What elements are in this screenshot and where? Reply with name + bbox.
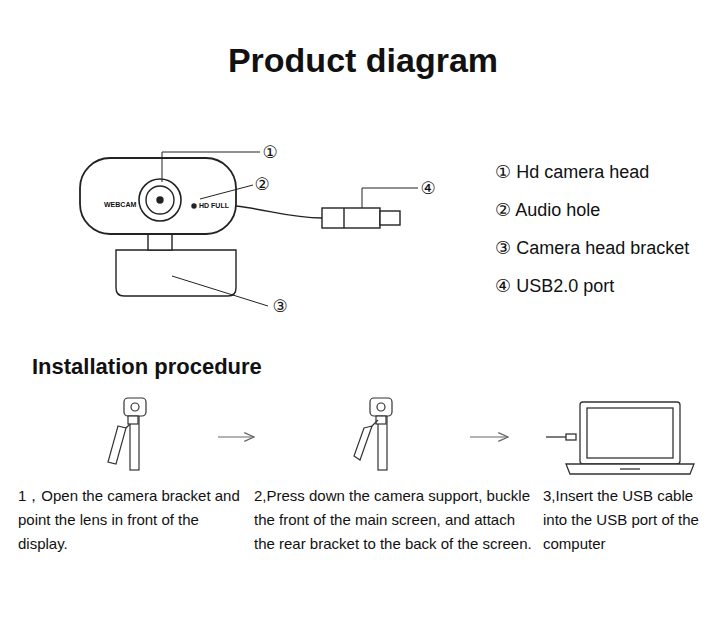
section-heading: Installation procedure: [32, 354, 262, 380]
leader-lines: [162, 152, 418, 306]
step-text: 3,Insert the USB cable into the USB port…: [543, 484, 721, 556]
part-name: ② Audio hole: [495, 200, 600, 222]
printed-mark: WEBCAM: [104, 201, 136, 209]
step-text: 2,Press down the camera support, buckle …: [254, 484, 539, 556]
laptop-drawing: [546, 402, 694, 474]
webcam-drawing: [80, 158, 400, 296]
callout-number: ①: [262, 144, 277, 161]
printed-mark: HD FULL: [199, 202, 229, 210]
callout-number: ④: [420, 180, 435, 197]
callout-number: ②: [254, 176, 269, 193]
part-name: ④ USB2.0 port: [495, 276, 614, 298]
part-name: ③ Camera head bracket: [495, 238, 689, 260]
step-figure: [354, 398, 392, 470]
step-figure: [108, 398, 146, 470]
step-arrow: [218, 436, 508, 437]
step-text: 1，Open the camera bracket and point the …: [18, 484, 240, 556]
page-title: Product diagram: [228, 40, 498, 81]
part-name: ① Hd camera head: [495, 162, 649, 184]
callout-number: ③: [272, 298, 287, 315]
